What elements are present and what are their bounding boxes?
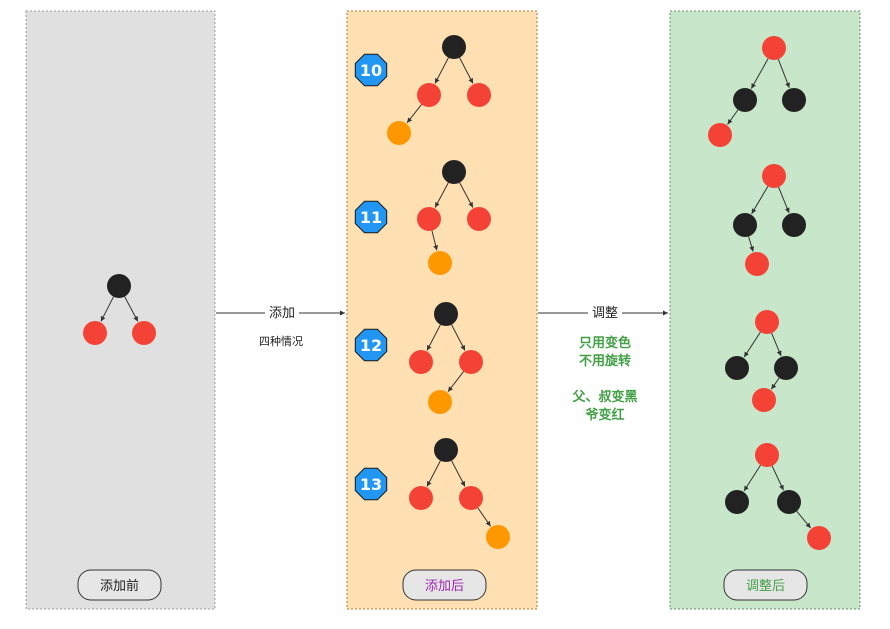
tree-result-13-node-3 — [807, 526, 831, 550]
tree-result-12-node-1 — [725, 356, 749, 380]
arrow-add-label: 添加 — [269, 306, 295, 321]
tree-case-12-node-3 — [428, 390, 452, 414]
tree-case-11-edge-2 — [431, 230, 439, 251]
tree-case-11-node-3 — [428, 251, 452, 275]
tree-result-12-node-0 — [755, 310, 779, 334]
tree-case-11-edge-0 — [434, 182, 449, 208]
tree-before-edge-0 — [100, 296, 114, 322]
label-before: 添加前 — [77, 569, 162, 601]
case-badge-label: 13 — [360, 475, 382, 494]
arrow-add-sublabel: 四种情况 — [259, 334, 303, 348]
tree-result-11-edge-0 — [751, 186, 769, 215]
tree-before-node-1 — [83, 321, 107, 345]
label-after-add: 添加后 — [402, 569, 487, 601]
tree-result-13-node-0 — [755, 443, 779, 467]
tree-result-11-node-2 — [782, 213, 806, 237]
tree-result-11-edge-1 — [778, 186, 790, 214]
tree-case-10-node-3 — [387, 121, 411, 145]
tree-case-12-node-0 — [434, 302, 458, 326]
case-badge-shape — [354, 467, 388, 501]
case-badge-shape — [354, 53, 388, 87]
tree-case-13-node-2 — [459, 486, 483, 510]
tree-case-11-node-1 — [417, 207, 441, 231]
tree-case-13-node-1 — [409, 486, 433, 510]
case-badge-12: 12 — [354, 328, 388, 362]
tree-result-10-node-3 — [708, 123, 732, 147]
tree-result-11-node-3 — [745, 252, 769, 276]
case-badge-label: 11 — [360, 208, 382, 227]
tree-result-12-edge-1 — [771, 332, 782, 357]
case-badge-label: 10 — [360, 61, 382, 80]
tree-case-11-node-2 — [467, 207, 491, 231]
tree-result-11-edge-2 — [748, 236, 755, 252]
case-badges: 10 11 12 13 — [354, 53, 388, 501]
tree-before-node-0 — [107, 274, 131, 298]
tree-result-12-node-2 — [774, 356, 798, 380]
tree-edges — [100, 57, 812, 529]
label-before-text: 添加前 — [100, 578, 139, 594]
tree-result-12-edge-0 — [743, 331, 761, 358]
tree-result-10-edge-2 — [727, 109, 739, 125]
tree-result-12-node-3 — [752, 388, 776, 412]
tree-case-13-edge-0 — [426, 460, 441, 487]
label-after-adjust-text: 调整后 — [746, 579, 785, 594]
tree-before-node-2 — [132, 321, 156, 345]
tree-result-13-node-2 — [777, 490, 801, 514]
tree-nodes — [83, 35, 831, 550]
arrow-adjust-label-bg — [588, 304, 622, 321]
tree-case-10-node-2 — [467, 83, 491, 107]
label-after-add-text: 添加后 — [425, 579, 464, 594]
tree-case-13-edge-2 — [477, 507, 492, 527]
tree-case-10-node-1 — [417, 83, 441, 107]
tree-before-edge-1 — [124, 296, 139, 322]
tree-case-12-node-1 — [409, 350, 433, 374]
tree-result-10-node-0 — [762, 36, 786, 60]
tree-case-10-node-0 — [442, 35, 466, 59]
case-badge-11: 11 — [354, 200, 388, 234]
panel-after-adjust — [669, 10, 861, 610]
tree-case-12-edge-0 — [426, 324, 441, 351]
tree-case-12-edge-1 — [451, 324, 466, 351]
tree-case-13-edge-1 — [451, 460, 466, 487]
tree-case-13-node-0 — [434, 438, 458, 462]
tree-case-10-edge-0 — [434, 57, 449, 84]
tree-result-13-node-1 — [725, 490, 749, 514]
tree-case-10-edge-1 — [459, 57, 474, 84]
tree-case-12-edge-2 — [447, 371, 465, 393]
case-badge-13: 13 — [354, 467, 388, 501]
adjust-note-4: 爷变红 — [585, 407, 624, 423]
tree-case-12-node-2 — [459, 350, 483, 374]
tree-result-11-node-1 — [733, 213, 757, 237]
arrow-adjust-label: 调整 — [592, 306, 618, 321]
panel-before — [25, 10, 216, 610]
tree-result-10-edge-1 — [777, 59, 790, 89]
tree-case-11-node-0 — [442, 160, 466, 184]
adjust-note-2: 不用旋转 — [579, 353, 631, 369]
case-badge-label: 12 — [360, 336, 382, 355]
arrow-add-label-bg — [265, 304, 299, 321]
adjust-note-1: 只用变色 — [579, 335, 631, 351]
adjust-note-3: 父、叔变黑 — [571, 389, 637, 405]
tree-result-13-edge-2 — [796, 510, 812, 529]
tree-result-10-edge-0 — [750, 58, 769, 89]
tree-case-13-node-3 — [486, 525, 510, 549]
tree-result-12-edge-2 — [770, 377, 780, 390]
tree-result-13-edge-1 — [771, 465, 784, 491]
tree-case-10-edge-2 — [406, 104, 422, 124]
tree-result-13-edge-0 — [743, 464, 761, 492]
case-badge-shape — [354, 200, 388, 234]
case-badge-10: 10 — [354, 53, 388, 87]
label-after-adjust: 调整后 — [723, 569, 808, 601]
tree-result-11-node-0 — [762, 164, 786, 188]
tree-result-10-node-2 — [782, 88, 806, 112]
tree-case-11-edge-1 — [459, 182, 474, 208]
adjust-notes: 只用变色 不用旋转 父、叔变黑 爷变红 — [571, 335, 637, 423]
tree-result-10-node-1 — [733, 88, 757, 112]
case-badge-shape — [354, 328, 388, 362]
